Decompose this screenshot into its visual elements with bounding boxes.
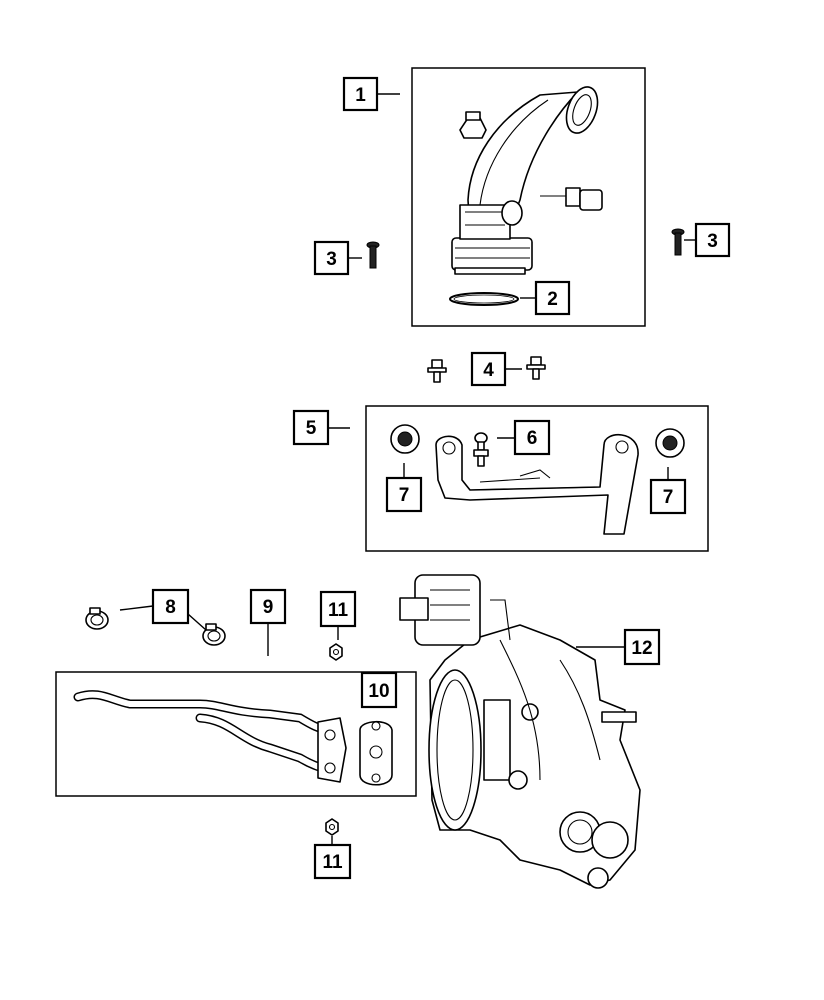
bushing-part-right	[655, 428, 685, 458]
flange-bolt-part-right	[526, 356, 546, 380]
callout-7-right: 7	[649, 478, 687, 515]
callout-4: 4	[470, 351, 507, 387]
callout-3-right: 3	[694, 222, 731, 258]
callout-2: 2	[534, 280, 571, 316]
callout-label: 5	[306, 418, 317, 439]
gasket-part	[359, 720, 393, 786]
callout-label: 3	[326, 249, 337, 270]
callout-label: 6	[527, 428, 538, 449]
callout-label: 7	[663, 487, 674, 508]
callout-8: 8	[151, 588, 190, 625]
callout-label: 4	[483, 360, 494, 381]
callout-9: 9	[249, 588, 287, 625]
leader-line-8a	[119, 605, 154, 611]
bolt-part-right	[671, 228, 685, 256]
leader-line-8b	[187, 613, 207, 631]
stud-part	[473, 432, 489, 467]
callout-label: 1	[355, 85, 366, 106]
callout-label: 9	[263, 597, 274, 618]
callout-label: 2	[547, 289, 558, 310]
callout-7-left: 7	[385, 476, 423, 513]
group-frame-intake-tube	[411, 67, 646, 327]
hose-clamp-part-right	[202, 623, 226, 646]
bolt-part-left	[366, 241, 380, 269]
bracket-part	[435, 433, 639, 535]
intake-tube-part	[451, 86, 599, 275]
callout-label: 7	[399, 485, 410, 506]
turbocharger-part	[399, 574, 641, 889]
nut-part-lower	[325, 818, 339, 836]
callout-label: 10	[368, 681, 389, 702]
callout-10: 10	[360, 671, 398, 709]
callout-11-lower: 11	[313, 843, 352, 880]
callout-3-left: 3	[313, 240, 350, 276]
nut-part-upper	[329, 643, 343, 661]
callout-5: 5	[292, 409, 330, 446]
temperature-sensor-part	[540, 187, 603, 211]
callout-1: 1	[342, 76, 379, 112]
callout-label: 3	[707, 231, 718, 252]
callout-label: 12	[631, 638, 652, 659]
group-frame-bracket	[365, 405, 709, 552]
callout-12: 12	[623, 628, 661, 666]
hose-clamp-part-left	[85, 607, 109, 630]
oil-line-part	[73, 690, 347, 783]
callout-label: 11	[322, 852, 343, 873]
callout-6: 6	[513, 419, 551, 456]
callout-label: 8	[165, 597, 176, 618]
group-frame-oil-lines	[55, 671, 417, 797]
callout-label: 11	[328, 600, 349, 621]
cap-nut-part	[459, 111, 487, 139]
flange-bolt-part-left	[427, 359, 447, 383]
o-ring-part	[449, 292, 519, 306]
bushing-part-left	[390, 424, 420, 454]
callout-11-upper: 11	[319, 590, 357, 628]
